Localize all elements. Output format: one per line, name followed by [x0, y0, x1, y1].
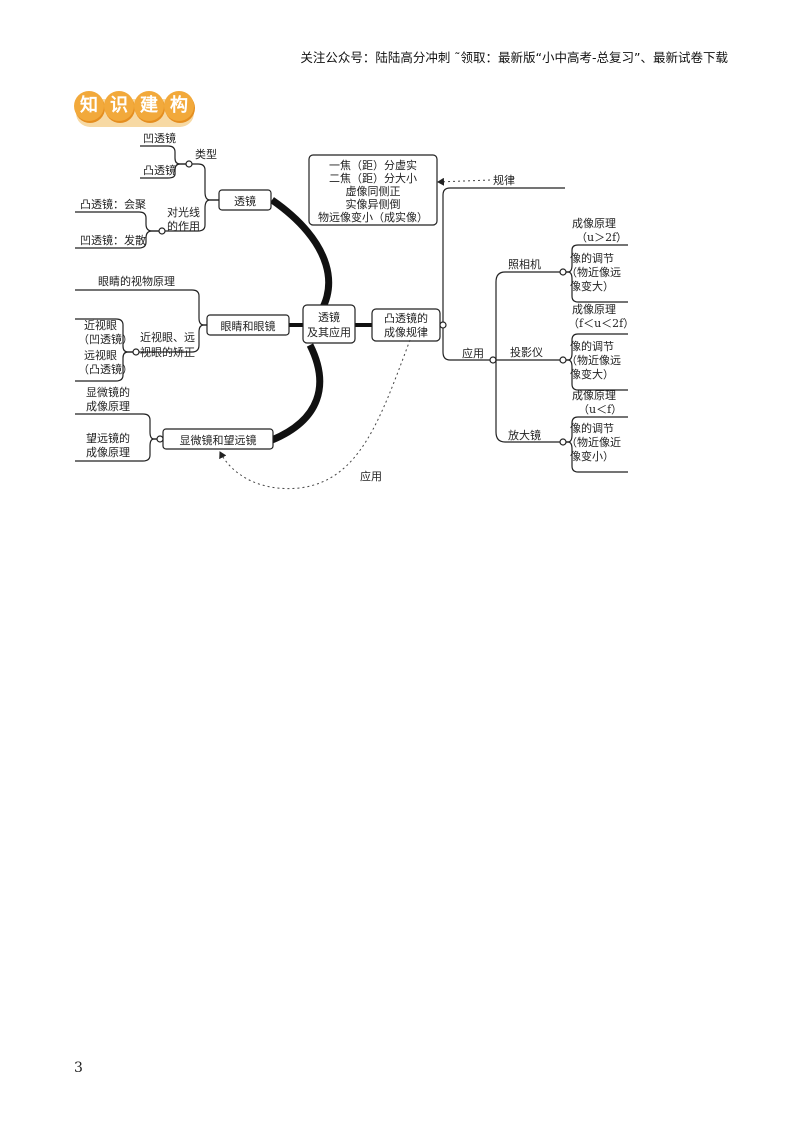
magnifier-label: 放大镜	[508, 428, 541, 442]
law-label: 规律	[493, 173, 515, 187]
camera-principle-line1: 成像原理	[572, 217, 616, 230]
convex-rule-line1: 凸透镜的	[384, 311, 428, 325]
dashed-application-label: 应用	[360, 469, 382, 483]
magnifier-principle-line1: 成像原理	[572, 389, 616, 402]
rule-1: 一焦（距）分虚实	[329, 158, 417, 172]
convex-rule-line2: 成像规律	[384, 325, 428, 339]
convex-lens-text: 凸透镜	[143, 163, 176, 177]
badge-char-4: 构	[164, 91, 194, 121]
rule-2: 二焦（距）分大小	[329, 171, 417, 185]
lens-label: 透镜	[234, 194, 256, 208]
center-line1: 透镜	[318, 310, 340, 324]
projector-adjust-line1: 像的调节	[570, 339, 614, 353]
eye-principle-text: 眼睛的视物原理	[98, 274, 175, 288]
projector-label: 投影仪	[510, 345, 543, 359]
eye-label: 眼睛和眼镜	[221, 319, 276, 333]
microscope-line2: 成像原理	[86, 400, 130, 413]
hyperopia-line1: 远视眼	[84, 348, 117, 362]
light-effect-line2: 的作用	[167, 219, 200, 233]
rule-3: 虚像同侧正	[346, 185, 401, 198]
magnifier-principle-line2: （u＜f）	[578, 403, 622, 416]
badge-char-2: 识	[104, 91, 134, 121]
page-number: 3	[74, 1060, 83, 1076]
projector-adjust-line3: 像变大）	[570, 367, 614, 381]
concave-lens-text: 凹透镜	[143, 131, 176, 145]
eye-correction-line1: 近视眼、远	[140, 330, 195, 344]
projector-principle-line2: （f＜u＜2f）	[568, 317, 634, 330]
lens-types-label: 类型	[195, 147, 217, 161]
light-effect-line1: 对光线	[167, 205, 200, 219]
rule-4: 实像异侧倒	[346, 197, 401, 211]
section-badge: 知 识 建 构	[70, 91, 198, 129]
camera-label: 照相机	[508, 257, 541, 271]
header-promo-text: 关注公众号：陆陆高分冲刺 ˜领取：最新版“小中高考-总复习”、最新试卷下载	[300, 50, 728, 65]
projector-adjust-line2: （物近像远	[566, 353, 621, 367]
projector-principle-line1: 成像原理	[572, 303, 616, 316]
camera-adjust-line3: 像变大）	[570, 279, 614, 293]
camera-adjust-line1: 像的调节	[570, 251, 614, 265]
badge-char-3: 建	[134, 91, 164, 121]
center-node	[302, 304, 356, 344]
camera-principle-line2: （u＞2f）	[576, 231, 627, 244]
magnifier-adjust-line3: 像变小）	[570, 449, 614, 463]
magnifier-adjust-line2: （物近像近	[566, 435, 621, 449]
telescope-line1: 望远镜的	[86, 431, 130, 445]
hyperopia-line2: （凸透镜）	[78, 362, 133, 376]
eye-correction-line2: 视眼的矫正	[140, 345, 195, 359]
myopia-line1: 近视眼	[84, 318, 117, 332]
instruments-label: 显微镜和望远镜	[180, 433, 257, 447]
badge-char-1: 知	[74, 91, 104, 121]
magnifier-adjust-line1: 像的调节	[570, 421, 614, 435]
center-line2: 及其应用	[307, 325, 351, 339]
rule-5: 物远像变小（成实像）	[318, 210, 428, 224]
camera-adjust-line2: （物近像远	[566, 265, 621, 279]
rules-box	[308, 154, 438, 226]
microscope-line1: 显微镜的	[86, 385, 130, 399]
concave-effect-text: 凹透镜：发散	[80, 233, 146, 247]
telescope-line2: 成像原理	[86, 446, 130, 459]
application-label: 应用	[462, 346, 484, 360]
myopia-line2: （凹透镜）	[78, 332, 133, 346]
convex-effect-text: 凸透镜：会聚	[80, 197, 146, 211]
